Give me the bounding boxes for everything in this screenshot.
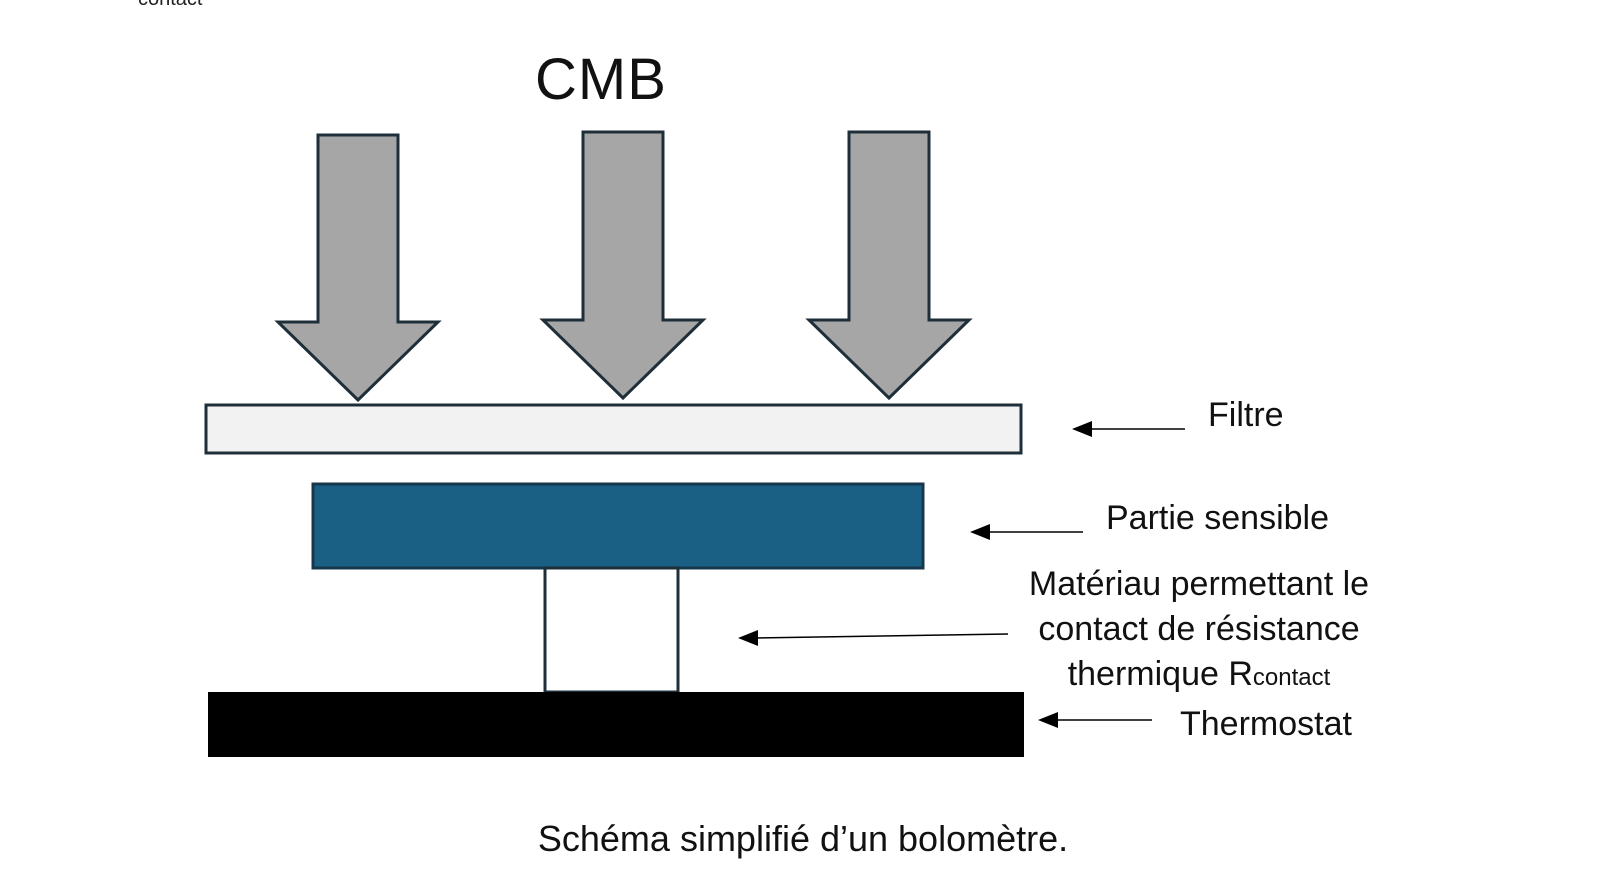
- label-material-line1: Matériau permettant le: [1028, 565, 1370, 603]
- label-material-subscript: contact: [1252, 664, 1331, 691]
- filter-layer: [204, 403, 1023, 455]
- label-sensor: Partie sensible: [1106, 499, 1330, 537]
- label-filter: Filtre: [1208, 396, 1284, 434]
- cmb-arrow-center: [539, 130, 707, 401]
- label-thermostat: Thermostat: [1180, 705, 1352, 743]
- pointer-sensor: [970, 524, 1083, 540]
- top-text-fragment: contact: [138, 0, 202, 11]
- arrow-shape: [274, 133, 442, 403]
- figure-caption: Schéma simplifié d’un bolomètre.: [537, 818, 1069, 859]
- thermostat-layer: [208, 692, 1024, 757]
- cmb-arrow-left: [274, 133, 442, 403]
- pointer-material: [738, 630, 1009, 646]
- contact-material-block: [543, 566, 680, 694]
- label-material-main: thermique R: [1067, 655, 1253, 693]
- label-material-line2: contact de résistance: [1038, 610, 1360, 648]
- cmb-arrow-right: [805, 130, 973, 401]
- pointer-thermostat: [1038, 712, 1152, 728]
- label-material-line3: thermique Rcontact: [1013, 652, 1385, 700]
- arrow-shape: [805, 130, 973, 401]
- pointer-filter: [1072, 421, 1185, 437]
- arrow-shape: [539, 130, 707, 401]
- sensor-layer: [311, 482, 925, 570]
- diagram-title: CMB: [535, 47, 667, 112]
